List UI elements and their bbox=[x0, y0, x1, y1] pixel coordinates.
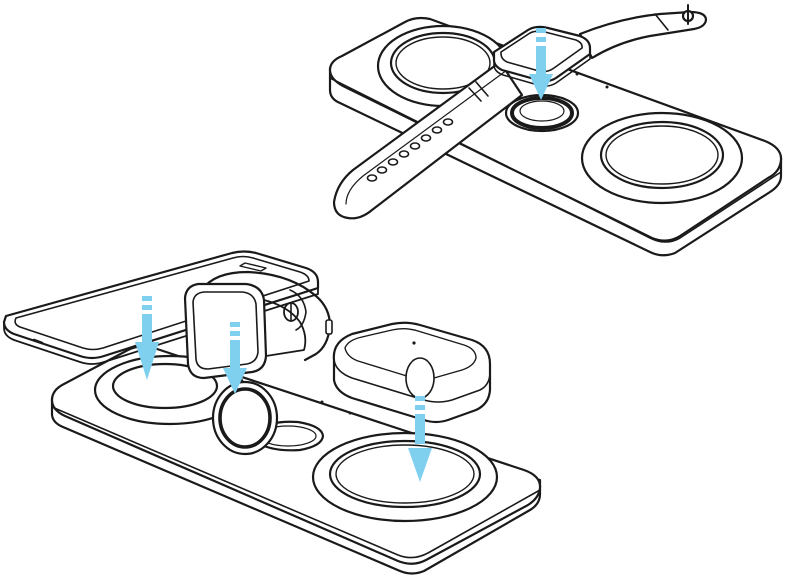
watch-band-icon bbox=[332, 60, 524, 220]
down-arrow-icon bbox=[408, 396, 432, 482]
smartphone-icon bbox=[2, 250, 320, 365]
smartwatch-on-stand-icon bbox=[183, 270, 333, 456]
down-arrow-icon bbox=[223, 322, 247, 394]
down-arrow-icon bbox=[529, 28, 553, 100]
charging-pad-icon bbox=[50, 345, 542, 575]
watch-buckle-strap-icon bbox=[578, 4, 708, 60]
earbuds-case-icon bbox=[332, 321, 492, 424]
bottom-scene-full-set bbox=[2, 250, 542, 575]
down-arrow-icon bbox=[135, 296, 159, 380]
top-scene-watch-only bbox=[328, 4, 783, 257]
